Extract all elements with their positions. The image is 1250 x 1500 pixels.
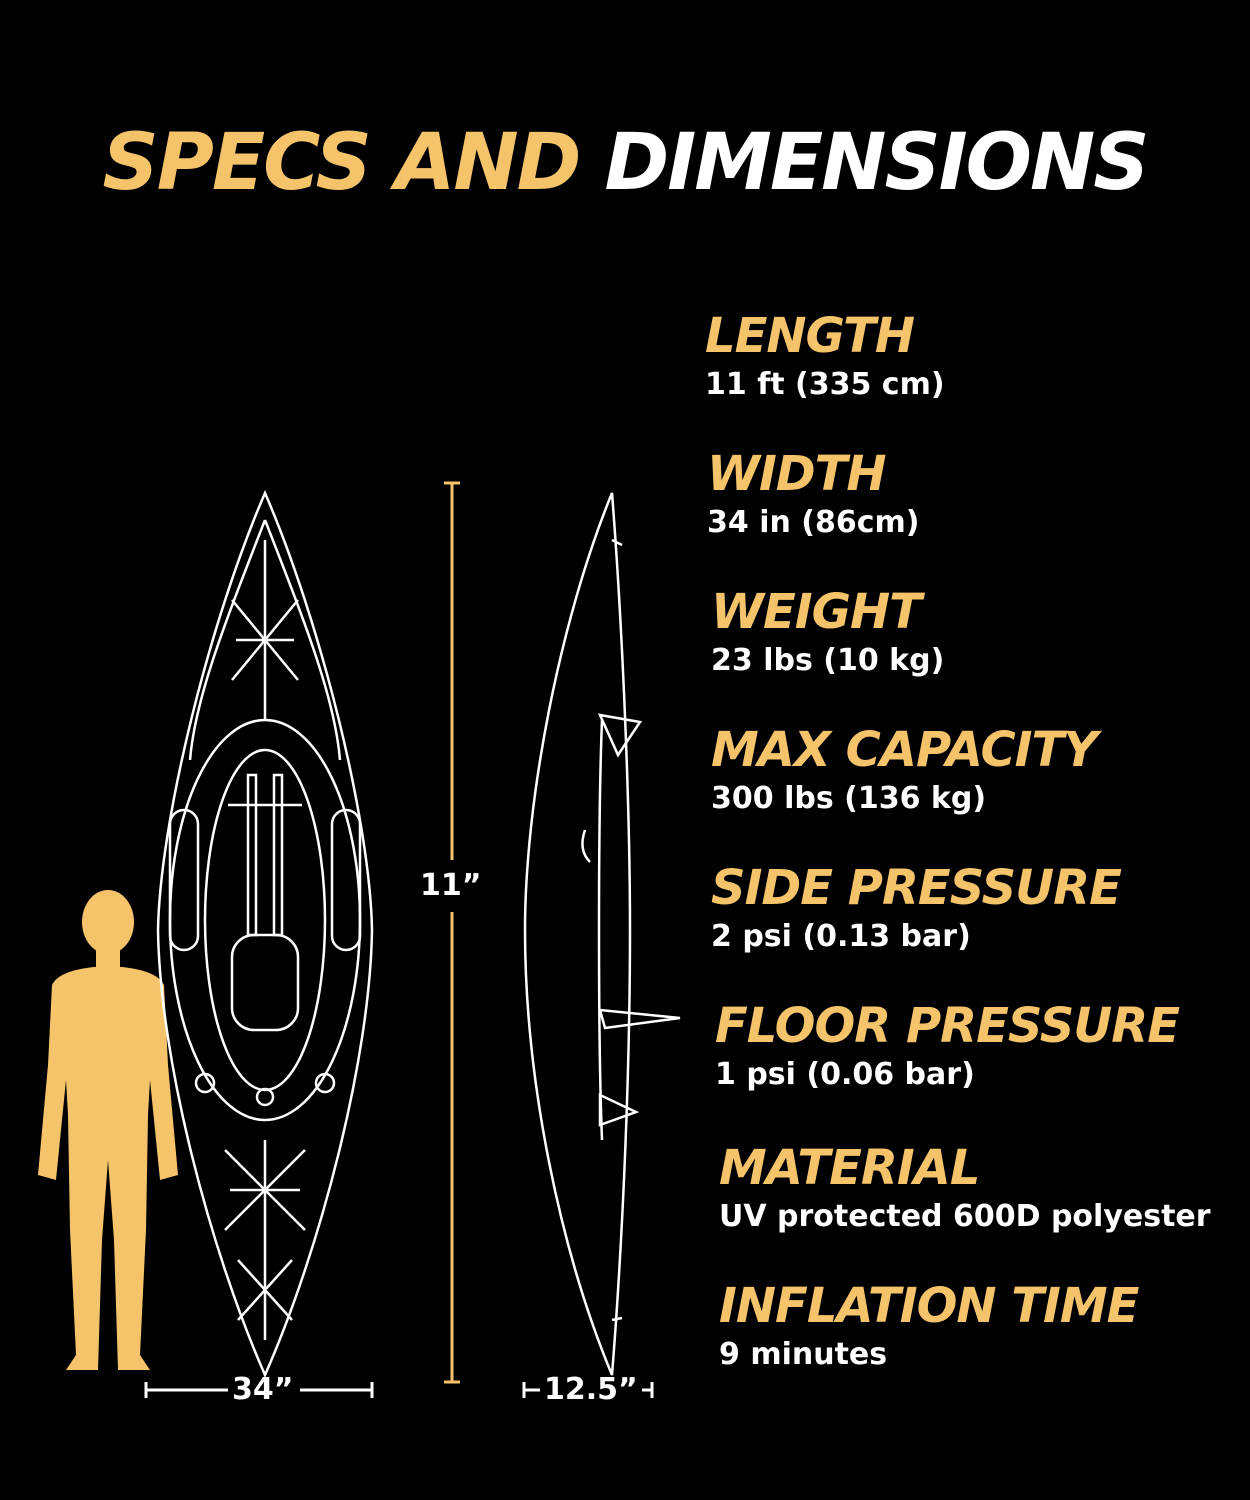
length-dimension-line — [444, 481, 460, 1384]
spec-floor-pressure: FLOOR PRESSURE 1 psi (0.06 bar) — [715, 997, 1180, 1095]
spec-label: WIDTH — [707, 446, 887, 502]
title-part-1: SPECS AND — [102, 118, 582, 208]
spec-material: MATERIAL UV protected 600D polyester — [719, 1139, 1211, 1237]
spec-label: INFLATION TIME — [719, 1278, 1139, 1334]
spec-inflation-time: INFLATION TIME 9 minutes — [719, 1277, 1139, 1375]
spec-length: LENGTH 11 ft (335 cm) — [705, 307, 945, 405]
kayak-top-view-icon — [156, 489, 374, 1379]
spec-value: 34 in (86cm) — [707, 505, 920, 540]
title-part-2: DIMENSIONS — [604, 118, 1150, 208]
spec-value: 11 ft (335 cm) — [705, 367, 945, 402]
height-dimension-line — [522, 1382, 654, 1398]
spec-label: FLOOR PRESSURE — [715, 998, 1180, 1054]
spec-side-pressure: SIDE PRESSURE 2 psi (0.13 bar) — [711, 859, 1122, 957]
spec-value: 300 lbs (136 kg) — [711, 781, 987, 816]
spec-weight: WEIGHT 23 lbs (10 kg) — [711, 583, 944, 681]
spec-label: SIDE PRESSURE — [711, 860, 1122, 916]
spec-value: 23 lbs (10 kg) — [711, 643, 945, 678]
page-title: SPECS AND DIMENSIONS — [0, 118, 1250, 208]
spec-width: WIDTH 34 in (86cm) — [707, 445, 920, 543]
height-dimension-label: 12.5” — [544, 1372, 638, 1407]
spec-value: 9 minutes — [719, 1337, 888, 1372]
kayak-side-view-icon — [523, 492, 681, 1376]
spec-label: MATERIAL — [719, 1140, 980, 1196]
spec-label: LENGTH — [705, 308, 915, 364]
spec-value: 1 psi (0.06 bar) — [715, 1057, 975, 1092]
spec-max-capacity: MAX CAPACITY 300 lbs (136 kg) — [711, 721, 1098, 819]
width-dimension-label: 34” — [232, 1372, 294, 1407]
spec-label: MAX CAPACITY — [711, 722, 1098, 778]
spec-label: WEIGHT — [711, 584, 922, 640]
human-silhouette-icon — [38, 890, 178, 1370]
spec-value: 2 psi (0.13 bar) — [711, 919, 971, 954]
width-dimension-line — [144, 1382, 374, 1398]
length-dimension-label: 11” — [420, 868, 482, 903]
spec-value: UV protected 600D polyester — [719, 1199, 1211, 1234]
